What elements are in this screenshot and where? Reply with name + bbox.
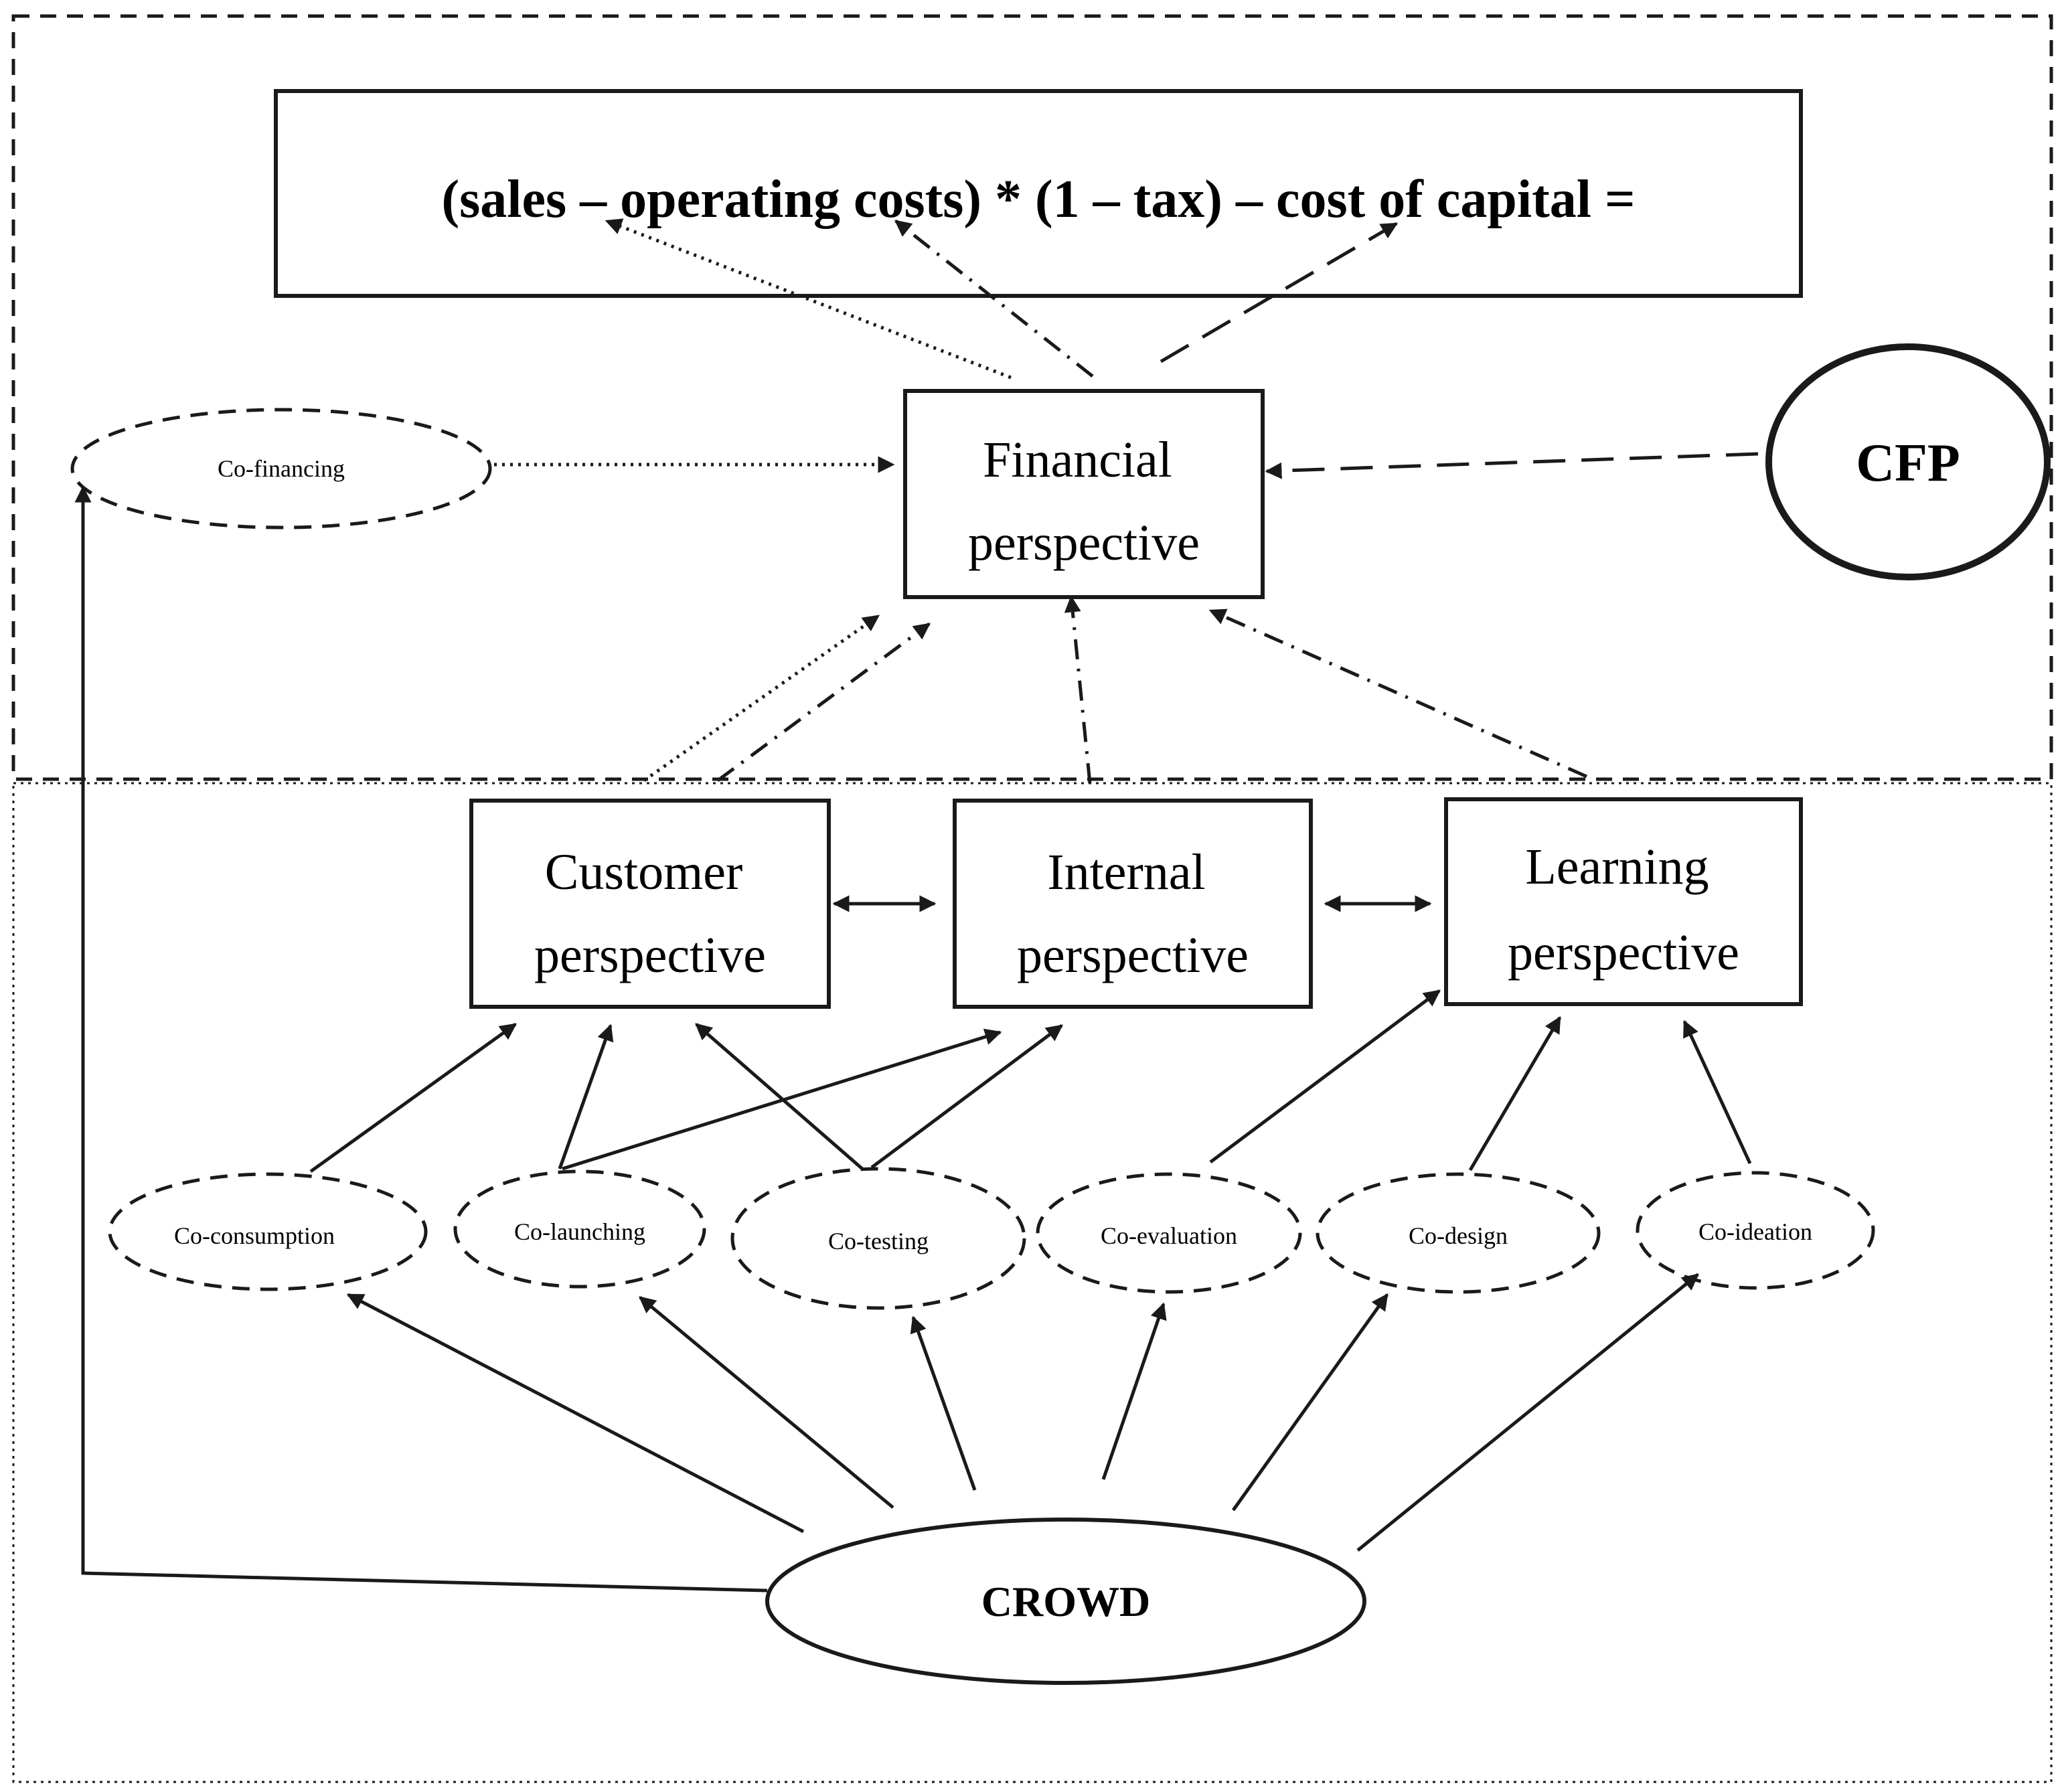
arrow-co-evaluation-to-learning	[1209, 989, 1441, 1164]
arrow-crowd-to-co-launching	[639, 1296, 894, 1509]
arrow-co-design-to-learning	[1468, 1015, 1562, 1171]
financial-perspective-box	[903, 389, 1265, 599]
arrow-co-launching-to-customer	[558, 1024, 614, 1169]
cfp-circle	[1765, 343, 2051, 580]
crowd-ellipse	[765, 1518, 1366, 1685]
internal-perspective-box	[953, 799, 1313, 1009]
co-financing-label: Co-financing	[218, 455, 345, 482]
formula-box	[274, 89, 1803, 298]
arrow-crowd-to-co-consumption	[346, 1293, 805, 1534]
financial-perspective-label: Financial perspective	[968, 432, 1200, 571]
co-evaluation-label: Co-evaluation	[1101, 1222, 1237, 1249]
financial-region-frame	[11, 14, 2053, 781]
arrow-co-launching-to-internal	[562, 1028, 1002, 1171]
formula-text: (sales – operating costs) * (1 – tax) – …	[441, 170, 1635, 229]
arrow-co-testing-to-customer	[695, 1023, 864, 1170]
arrow-cfp-to-financial	[1265, 452, 1759, 479]
internal-perspective-label: Internal perspective	[1017, 844, 1249, 983]
arrow-crowd-to-co-design	[1231, 1293, 1389, 1512]
arrow-internal-to-financial	[1064, 595, 1092, 784]
co-financing-oval	[70, 408, 492, 530]
co-design-oval	[1316, 1172, 1601, 1294]
arrow-crowd-to-co-ideation	[1356, 1273, 1699, 1552]
learning-perspective-label: Learning perspective	[1508, 839, 1739, 981]
co-launching-oval	[453, 1169, 706, 1289]
learning-perspective-box	[1444, 797, 1803, 1006]
arrow-crowd-to-co-financing	[74, 485, 768, 1593]
customer-perspective-label: Customer perspective	[534, 844, 766, 983]
co-testing-oval	[730, 1167, 1026, 1310]
co-ideation-label: Co-ideation	[1698, 1218, 1812, 1245]
co-design-label: Co-design	[1409, 1222, 1508, 1249]
arrow-co-consumption-to-customer	[309, 1022, 518, 1173]
customer-perspective-box	[469, 799, 831, 1009]
arrow-customer-dashdot-to-financial	[716, 622, 931, 783]
crowd-label: CROWD	[981, 1578, 1150, 1625]
arrow-crowd-to-co-testing	[910, 1315, 977, 1491]
operational-region-frame	[12, 782, 2053, 1783]
co-evaluation-oval	[1036, 1172, 1302, 1294]
co-consumption-label: Co-consumption	[174, 1222, 335, 1249]
arrow-financial-to-tax	[894, 220, 1094, 378]
co-launching-label: Co-launching	[514, 1218, 645, 1245]
arrow-co-ideation-to-learning	[1682, 1020, 1752, 1165]
arrow-co-testing-to-internal	[870, 1024, 1064, 1169]
cfp-label: CFP	[1856, 434, 1960, 493]
co-testing-label: Co-testing	[828, 1228, 929, 1254]
arrow-crowd-to-co-evaluation	[1101, 1302, 1167, 1480]
arrow-customer-dotted-to-financial	[643, 614, 880, 783]
arrow-learning-to-financial	[1208, 608, 1588, 779]
co-ideation-oval	[1636, 1171, 1875, 1290]
co-consumption-oval	[108, 1172, 428, 1291]
